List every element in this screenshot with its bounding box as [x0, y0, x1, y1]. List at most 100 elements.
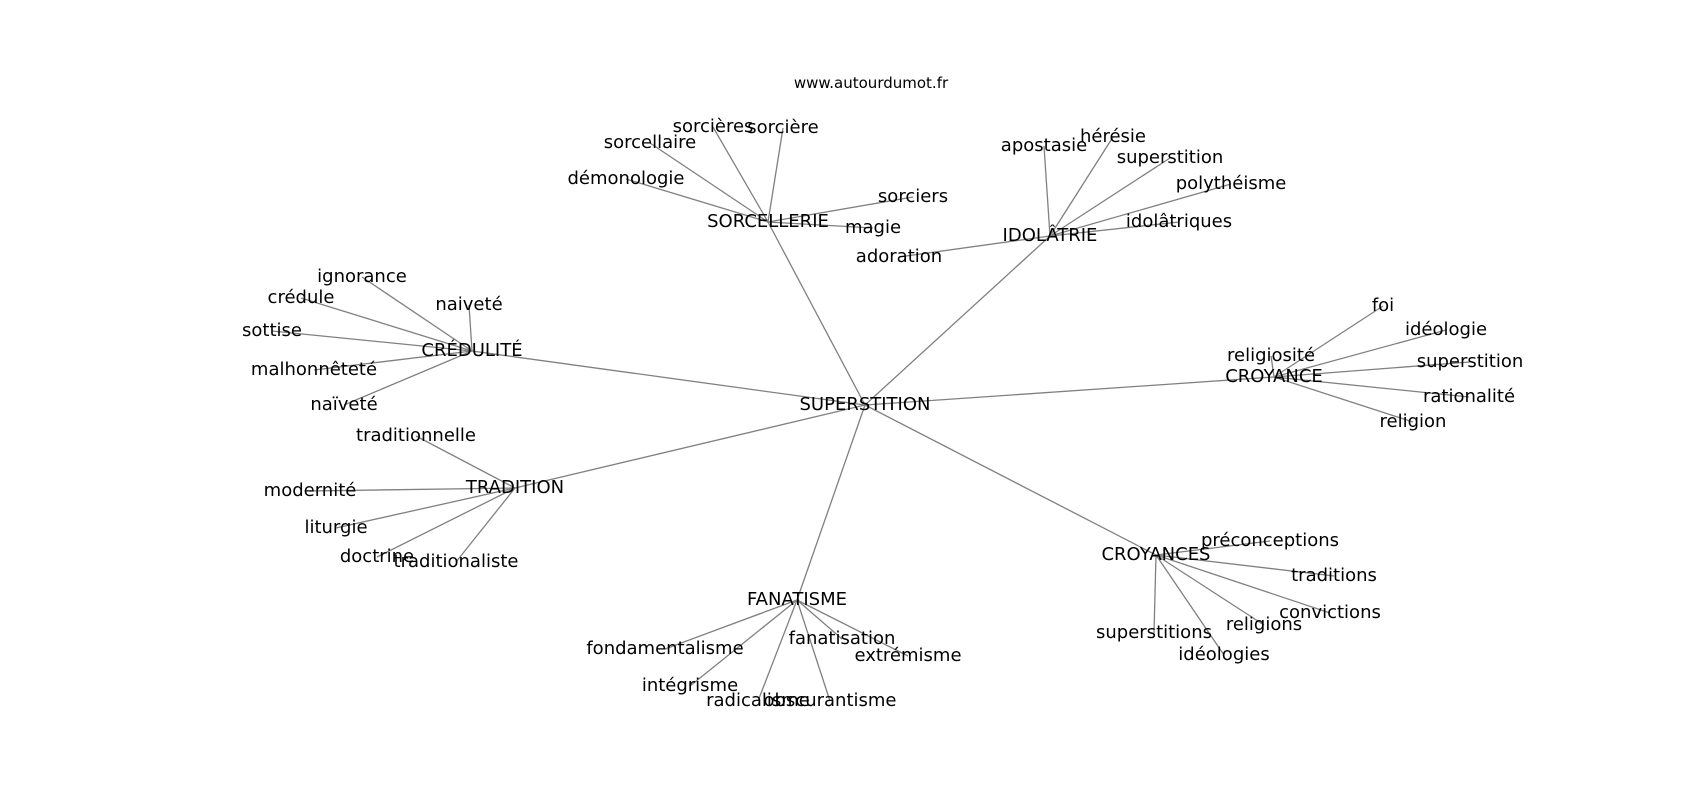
graph-edge — [1155, 554, 1225, 656]
graph-edge — [689, 599, 798, 687]
graph-edge — [864, 404, 1157, 556]
leaf-node-label: religion — [1380, 411, 1447, 432]
leaf-node-label: convictions — [1279, 602, 1381, 623]
graph-edge — [455, 487, 516, 563]
graph-edge — [757, 599, 798, 702]
leaf-node-label: modernité — [264, 480, 357, 501]
leaf-node-label: crédule — [268, 287, 335, 308]
graph-edge — [1155, 540, 1271, 556]
leaf-node-label: sorcière — [747, 117, 818, 138]
leaf-node-label: naiveté — [435, 294, 502, 315]
graph-edge — [1155, 554, 1335, 577]
leaf-node-label: doctrine — [340, 546, 414, 567]
graph-edge — [415, 435, 516, 489]
leaf-node-label: fondamentalisme — [586, 638, 743, 659]
graph-edge — [1155, 554, 1331, 614]
graph-edge — [1049, 157, 1171, 237]
leaf-node-label: naïveté — [310, 394, 377, 415]
leaf-node-label: sorciers — [878, 186, 948, 207]
leaf-node-label: traditions — [1291, 565, 1377, 586]
graph-edge — [1270, 355, 1275, 378]
graph-edge — [300, 297, 473, 352]
graph-edge — [625, 178, 769, 223]
graph-edge — [1273, 329, 1447, 378]
graph-edge — [712, 126, 769, 223]
leaf-node-label: obscurantisme — [763, 690, 896, 711]
hub-node-label: CROYANCES — [1101, 544, 1210, 565]
graph-edge — [1049, 221, 1180, 237]
graph-edge — [1155, 554, 1265, 626]
leaf-node-label: idolâtriques — [1126, 211, 1232, 232]
leaf-node-label: traditionaliste — [394, 551, 519, 572]
graph-edge — [1049, 183, 1232, 237]
leaf-node-label: apostasie — [1001, 135, 1087, 156]
graph-edge — [796, 599, 909, 657]
hub-node-label: TRADITION — [465, 477, 564, 498]
graph-edge — [796, 599, 831, 702]
graph-edge — [361, 276, 473, 352]
leaf-node-label: sorcières — [673, 116, 754, 137]
leaf-node-label: ignorance — [317, 266, 407, 287]
leaf-node-label: liturgie — [304, 517, 367, 538]
graph-edge — [649, 142, 769, 223]
center-node-label: SUPERSTITION — [799, 394, 930, 415]
leaf-node-label: religiosité — [1227, 345, 1315, 366]
graph-edge — [898, 235, 1051, 258]
leaf-node-label: rationalité — [1423, 386, 1515, 407]
leaf-node-label: fanatisation — [789, 628, 896, 649]
leaf-node-label: magie — [845, 217, 901, 238]
graph-edge — [767, 127, 784, 223]
graph-edge — [1273, 376, 1414, 423]
leaf-node-label: superstition — [1117, 147, 1224, 168]
leaf-node-label: radicalisme — [706, 690, 810, 711]
graph-edge — [767, 221, 874, 229]
leaf-node-label: adoration — [856, 246, 942, 267]
leaf-node-label: extrémisme — [854, 645, 961, 666]
leaf-node-label: traditionnelle — [356, 425, 476, 446]
graph-edge — [864, 376, 1275, 406]
graph-edge — [271, 330, 473, 352]
hub-node-label: SORCELLERIE — [707, 211, 829, 232]
graph-edge — [468, 304, 473, 352]
graph-edge — [514, 404, 866, 489]
leaf-node-label: sorcellaire — [604, 132, 696, 153]
graph-edge — [1273, 361, 1471, 378]
graph-edge — [767, 221, 866, 406]
leaf-node-label: religions — [1226, 614, 1302, 635]
leaf-node-label: foi — [1372, 295, 1394, 316]
leaf-node-label: démonologie — [568, 168, 685, 189]
leaf-node-label: malhonnêteté — [251, 359, 377, 380]
graph-edge — [1043, 145, 1051, 237]
leaf-node-label: idéologie — [1405, 319, 1487, 340]
graph-edge — [664, 599, 798, 650]
graph-edge — [1273, 376, 1470, 398]
leaf-node-label: intégrisme — [642, 675, 738, 696]
leaf-node-label: superstition — [1417, 351, 1524, 372]
graph-edge — [1153, 554, 1157, 634]
leaf-node-label: superstitions — [1096, 622, 1212, 643]
hub-node-label: IDOLÂTRIE — [1003, 224, 1098, 246]
leaf-node-label: hérésie — [1080, 126, 1146, 147]
graph-edge — [309, 487, 516, 492]
leaf-node-label: préconceptions — [1201, 530, 1339, 551]
hub-node-label: CRÉDULITÉ — [421, 339, 522, 361]
edges — [271, 126, 1471, 702]
leaf-node-label: idéologies — [1178, 644, 1269, 665]
graph-edge — [376, 487, 516, 558]
site-credit: www.autourdumot.fr — [794, 74, 949, 92]
graph-edge — [335, 487, 516, 529]
leaf-node-label: sottise — [242, 320, 302, 341]
graph-edge — [313, 350, 473, 371]
graph-edge — [864, 235, 1051, 406]
hub-node-label: CROYANCE — [1225, 366, 1323, 387]
leaf-node-label: polythéisme — [1176, 173, 1287, 194]
graph-edge — [1049, 136, 1114, 237]
graph-edge — [1273, 305, 1384, 378]
graph-edge — [471, 350, 866, 406]
graph-edge — [796, 599, 843, 640]
graph-edge — [796, 404, 866, 601]
graph-edge — [767, 196, 914, 223]
graph-edge — [343, 350, 473, 406]
hub-node-label: FANATISME — [747, 589, 847, 610]
